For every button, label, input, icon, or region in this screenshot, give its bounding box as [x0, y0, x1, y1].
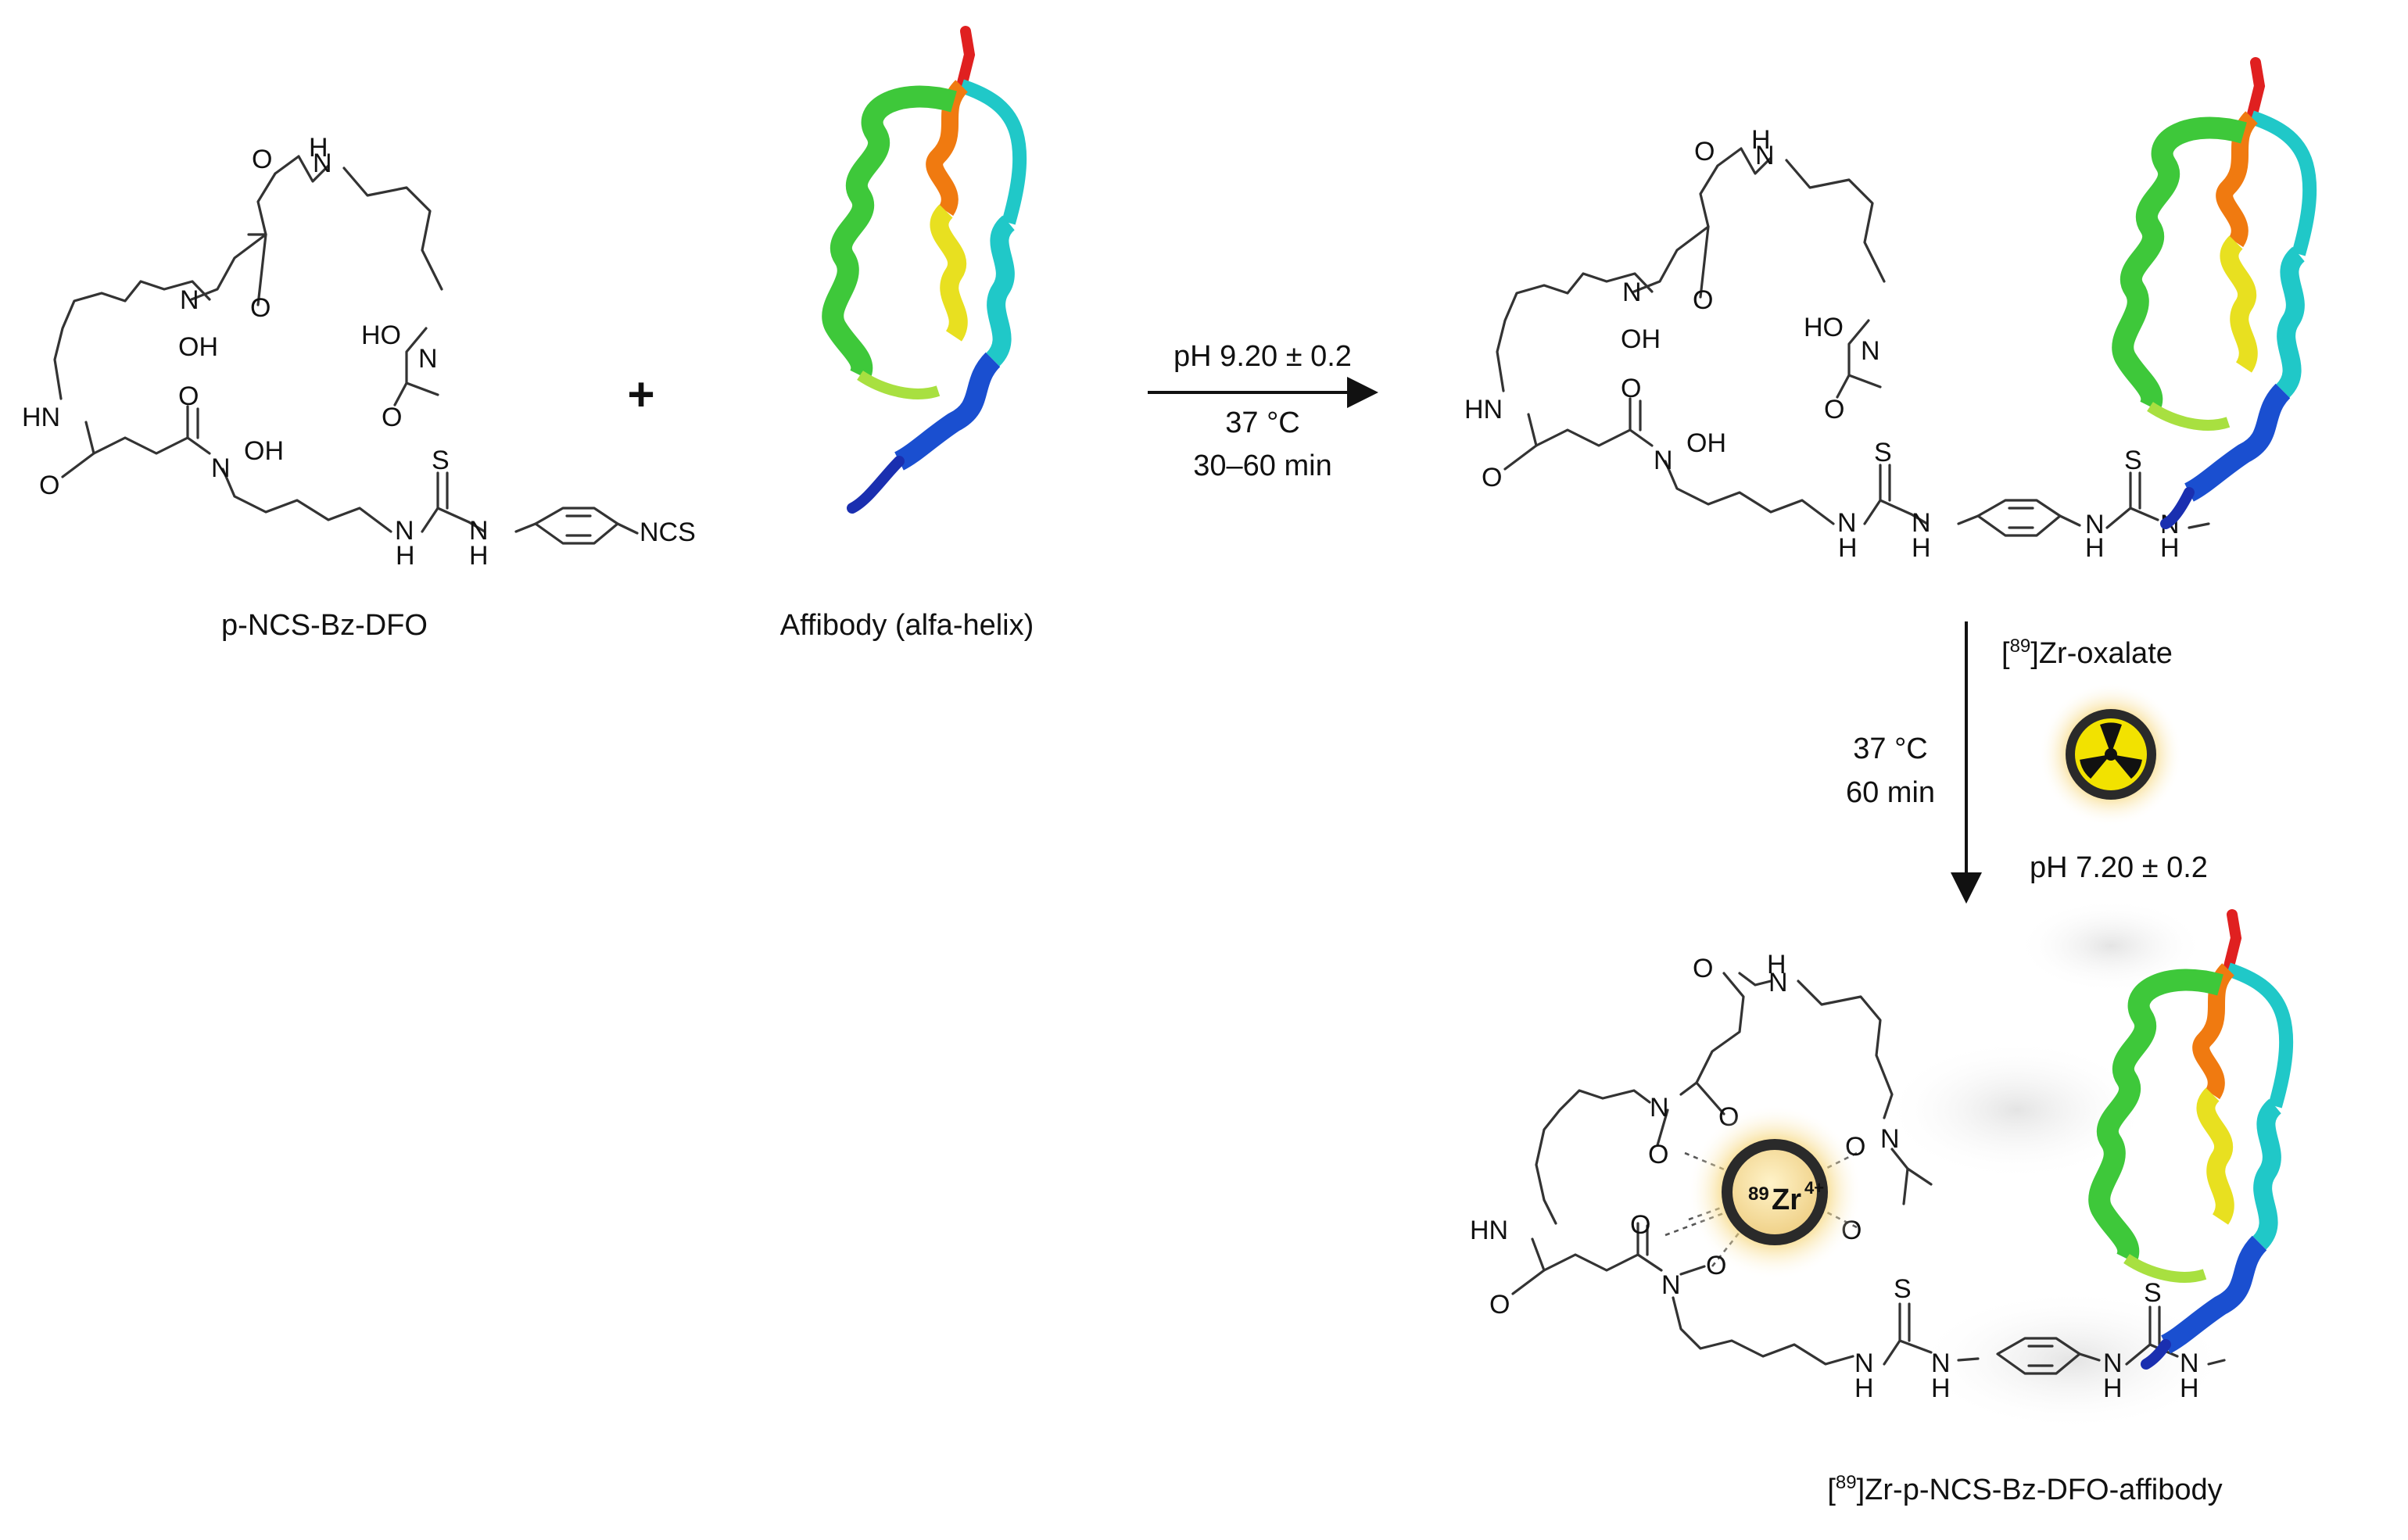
affibody-ribbon-conjugate: [2112, 57, 2317, 529]
atom-o: O: [1693, 954, 1713, 983]
zr-mass: 89: [1748, 1184, 1769, 1205]
atom-nh-n: N: [1931, 1348, 1951, 1378]
atom-nh-n: N: [1837, 508, 1857, 538]
atom-nh-n: N: [2085, 510, 2105, 539]
atom-nh-n: N: [1768, 968, 1788, 997]
plus-sign: +: [627, 368, 654, 421]
atom-o: O: [250, 293, 271, 323]
atom-s: S: [2124, 446, 2142, 475]
atom-oh: OH: [178, 332, 218, 362]
atom-hn: HN: [22, 403, 60, 432]
product-mass: 89: [1836, 1472, 1857, 1493]
atom-s: S: [1894, 1274, 1912, 1304]
atom-ho: HO: [361, 321, 401, 350]
zr-charge: 4+: [1804, 1178, 1824, 1198]
atom-hn: HN: [1470, 1216, 1508, 1245]
atom-nh-h: H: [2085, 533, 2105, 563]
background-shadow: [1884, 1040, 2150, 1180]
atom-n: N: [418, 344, 438, 374]
radiation-hazard-icon: [2039, 682, 2183, 826]
atom-o: O: [1621, 374, 1641, 403]
atom-o: O: [1489, 1290, 1510, 1320]
atom-s: S: [1874, 438, 1892, 467]
dfo-structure-conjugate: O N H N O OH HO N O HN O O N OH S N H N …: [1464, 125, 2210, 563]
atom-oh: OH: [1686, 428, 1726, 458]
zr-symbol: Zr: [1772, 1184, 1801, 1216]
atom-n: N: [1654, 446, 1673, 475]
atom-o: O: [1824, 395, 1844, 424]
step1-temp: 37 °C: [1225, 406, 1299, 439]
atom-nh-h: H: [2160, 533, 2180, 563]
atom-n: N: [1880, 1124, 1900, 1154]
atom-nh-h: H: [1931, 1373, 1951, 1403]
atom-nh-h: H: [396, 541, 415, 571]
atom-oh: OH: [1621, 324, 1661, 354]
step2-reagent: [89]Zr-oxalate: [2001, 636, 2173, 670]
atom-s: S: [2144, 1278, 2162, 1308]
atom-nh-n: N: [313, 149, 332, 178]
affibody-ribbon-product: [2088, 909, 2294, 1370]
reactant-label: p-NCS-Bz-DFO: [221, 609, 428, 642]
atom-hn: HN: [1464, 395, 1503, 424]
atom-ho: HO: [1804, 313, 1844, 342]
step1-ph: pH 9.20 ± 0.2: [1174, 340, 1352, 373]
atom-o: O: [252, 145, 272, 174]
atom-n: N: [1650, 1093, 1669, 1123]
atom-nh-h: H: [1854, 1373, 1874, 1403]
atom-o: O: [39, 471, 59, 500]
atom-nh-h: H: [1751, 125, 1771, 155]
step2-ph: pH 7.20 ± 0.2: [2030, 851, 2208, 884]
atom-o: O: [382, 403, 402, 432]
atom-o: O: [1694, 137, 1715, 167]
reagent-name: ]Zr-oxalate: [2030, 637, 2173, 670]
atom-o: O: [1693, 285, 1713, 315]
atom-ncs: NCS: [640, 518, 696, 547]
step1-time: 30–60 min: [1193, 449, 1331, 482]
product-label: [89]Zr-p-NCS-Bz-DFO-affibody: [1827, 1472, 2222, 1506]
atom-nh-h: H: [1838, 533, 1858, 563]
protein-label: Affibody (alfa-helix): [780, 609, 1034, 642]
reagent-mass: 89: [2010, 636, 2031, 657]
atom-nh-n: N: [1912, 508, 1931, 538]
step2-time: 60 min: [1846, 776, 1935, 809]
background-shadow: [2017, 899, 2205, 993]
zirconium-ion: 89 Zr 4+: [1687, 1105, 1862, 1280]
atom-nh-h: H: [309, 133, 328, 163]
atom-nh-n: N: [395, 516, 414, 546]
atom-nh-h: H: [1912, 533, 1931, 563]
affibody-ribbon-reactant: [822, 26, 1027, 514]
atom-nh-n: N: [2180, 1348, 2199, 1378]
product-name: ]Zr-p-NCS-Bz-DFO-affibody: [1857, 1474, 2223, 1506]
atom-n: N: [1622, 278, 1642, 307]
atom-oh: OH: [244, 436, 284, 466]
atom-o: O: [1482, 463, 1502, 492]
atom-nh-n: N: [469, 516, 489, 546]
atom-nh-h: H: [2103, 1373, 2123, 1403]
atom-nh-h: H: [2180, 1373, 2199, 1403]
step2-temp: 37 °C: [1853, 732, 1927, 765]
atom-nh-h: H: [469, 541, 489, 571]
dfo-structure-reactant: O N H N O OH HO N O HN O O N OH S N H N …: [22, 133, 696, 571]
atom-o: O: [1630, 1210, 1650, 1240]
atom-nh-n: N: [1755, 141, 1775, 170]
atom-nh-n: N: [2103, 1348, 2123, 1378]
atom-nh-h: H: [1767, 950, 1786, 980]
atom-n: N: [180, 285, 199, 315]
atom-n: N: [211, 453, 231, 483]
atom-nh-n: N: [1854, 1348, 1874, 1378]
atom-n: N: [1661, 1270, 1681, 1300]
atom-o: O: [1648, 1140, 1668, 1169]
atom-o: O: [178, 381, 199, 411]
atom-s: S: [432, 446, 450, 475]
atom-n: N: [1861, 336, 1880, 366]
